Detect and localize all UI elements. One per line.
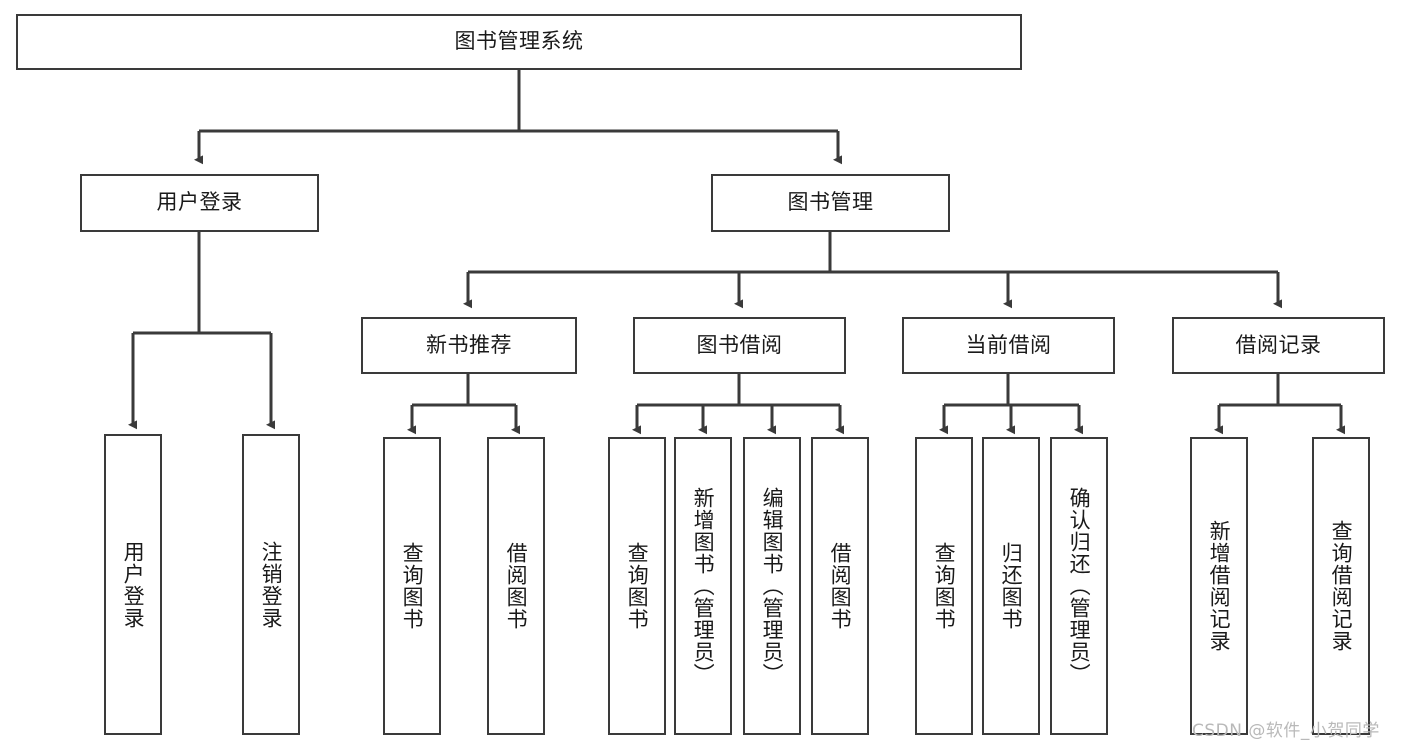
node-new-book-label: 新书推荐	[426, 332, 512, 357]
leaf-current-borrow-1-label: 查询图书	[932, 542, 957, 630]
node-book-manage[interactable]: 图书管理	[711, 174, 950, 232]
leaf-user-login-1[interactable]: 用户登录	[104, 434, 162, 735]
node-book-manage-label: 图书管理	[787, 190, 874, 215]
leaf-book-borrow-2-label: 新增图书（管理员）	[691, 487, 716, 685]
leaf-current-borrow-1[interactable]: 查询图书	[915, 437, 973, 735]
node-user-login-label: 用户登录	[156, 190, 243, 215]
leaf-book-borrow-3-label: 编辑图书（管理员）	[760, 487, 785, 685]
leaf-borrow-record-2[interactable]: 查询借阅记录	[1312, 437, 1370, 735]
leaf-new-book-1-label: 查询图书	[400, 542, 425, 630]
leaf-book-borrow-3[interactable]: 编辑图书（管理员）	[743, 437, 801, 735]
node-book-borrow[interactable]: 图书借阅	[633, 317, 846, 374]
node-borrow-record-label: 借阅记录	[1235, 332, 1322, 357]
node-borrow-record[interactable]: 借阅记录	[1172, 317, 1385, 374]
leaf-user-login-2[interactable]: 注销登录	[242, 434, 300, 735]
leaf-new-book-2[interactable]: 借阅图书	[487, 437, 545, 735]
leaf-book-borrow-4-label: 借阅图书	[828, 542, 853, 630]
leaf-user-login-1-label: 用户登录	[121, 540, 146, 629]
leaf-user-login-2-label: 注销登录	[259, 540, 284, 629]
leaf-new-book-1[interactable]: 查询图书	[383, 437, 441, 735]
node-root-label: 图书管理系统	[454, 29, 584, 54]
node-user-login[interactable]: 用户登录	[80, 174, 319, 232]
node-book-borrow-label: 图书借阅	[696, 332, 783, 357]
leaf-current-borrow-2[interactable]: 归还图书	[982, 437, 1040, 735]
leaf-borrow-record-1[interactable]: 新增借阅记录	[1190, 437, 1248, 735]
leaf-book-borrow-1[interactable]: 查询图书	[608, 437, 666, 735]
node-new-book[interactable]: 新书推荐	[361, 317, 577, 374]
node-root[interactable]: 图书管理系统	[16, 14, 1022, 70]
leaf-current-borrow-3-label: 确认归还（管理员）	[1067, 487, 1092, 685]
node-current-borrow-label: 当前借阅	[965, 332, 1052, 357]
leaf-book-borrow-2[interactable]: 新增图书（管理员）	[674, 437, 732, 735]
leaf-book-borrow-1-label: 查询图书	[625, 542, 650, 630]
leaf-borrow-record-1-label: 新增借阅记录	[1207, 520, 1232, 652]
leaf-book-borrow-4[interactable]: 借阅图书	[811, 437, 869, 735]
leaf-current-borrow-3[interactable]: 确认归还（管理员）	[1050, 437, 1108, 735]
leaf-current-borrow-2-label: 归还图书	[999, 542, 1024, 630]
leaf-new-book-2-label: 借阅图书	[504, 542, 529, 630]
node-current-borrow[interactable]: 当前借阅	[902, 317, 1115, 374]
leaf-borrow-record-2-label: 查询借阅记录	[1329, 520, 1354, 652]
